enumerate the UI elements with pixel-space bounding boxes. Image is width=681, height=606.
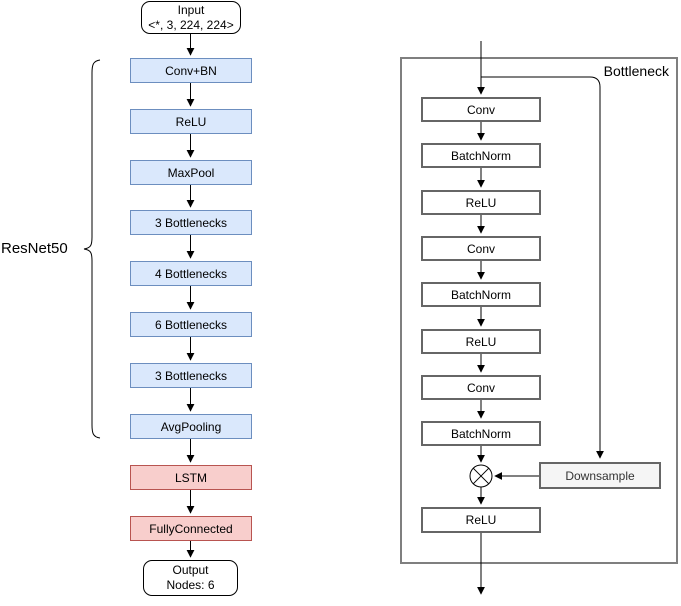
layer-box-3-bottlenecks-b: 3 Bottlenecks [130,363,252,388]
layer-label: FullyConnected [149,521,233,536]
layer-box-conv-bn: Conv+BN [130,58,252,83]
layer-label: 3 Bottlenecks [154,215,228,230]
bottleneck-panel: Bottleneck [400,57,678,564]
bottleneck-box-relu-1: ReLU [421,190,541,215]
layer-label: 3 Bottlenecks [154,368,228,383]
layer-box-4-bottlenecks: 4 Bottlenecks [130,261,252,286]
input-node-shape: <*, 3, 224, 224> [148,17,234,32]
output-node-title: Output [172,563,209,577]
bottleneck-box-relu-2: ReLU [421,329,541,354]
bottleneck-box-batchnorm-3: BatchNorm [421,421,541,446]
bottleneck-box-conv-2: Conv [421,236,541,261]
layer-label: Conv [466,102,495,117]
bottleneck-box-batchnorm-2: BatchNorm [421,282,541,307]
layer-label: MaxPool [167,165,215,180]
input-node: Input <*, 3, 224, 224> [141,1,241,34]
bottleneck-box-conv-3: Conv [421,375,541,400]
layer-label: 6 Bottlenecks [154,317,228,332]
output-node-nodes: Nodes: 6 [166,578,215,592]
layer-box-6-bottlenecks: 6 Bottlenecks [130,312,252,337]
layer-box-relu: ReLU [130,109,252,134]
layer-label: 4 Bottlenecks [154,266,228,281]
layer-box-3-bottlenecks-a: 3 Bottlenecks [130,210,252,235]
layer-box-lstm: LSTM [130,465,252,490]
layer-label: BatchNorm [450,426,512,441]
bottleneck-box-batchnorm-1: BatchNorm [421,143,541,168]
input-node-title: Input [177,2,205,17]
layer-label: ReLU [175,114,207,129]
bottleneck-panel-title: Bottleneck [603,63,669,79]
resnet50-label: ResNet50 [1,240,68,257]
layer-label: AvgPooling [160,419,222,434]
layer-label: ReLU [465,334,497,349]
bottleneck-box-relu-final: ReLU [421,507,541,533]
layer-label: BatchNorm [450,148,512,163]
layer-label: Conv [466,380,495,395]
layer-label: Conv [466,241,495,256]
layer-box-maxpool: MaxPool [130,160,252,185]
bottleneck-box-conv-1: Conv [421,97,541,122]
layer-label: Downsample [565,468,635,483]
layer-label: BatchNorm [450,287,512,302]
layer-label: Conv+BN [165,63,217,78]
layer-label: ReLU [465,513,497,527]
layer-box-fullyconnected: FullyConnected [130,516,252,541]
resnet50-brace [83,59,101,439]
layer-label: LSTM [174,470,207,485]
output-node: Output Nodes: 6 [143,560,238,596]
downsample-box: Downsample [539,462,661,489]
layer-box-avgpooling: AvgPooling [130,414,252,439]
layer-label: ReLU [465,195,497,210]
